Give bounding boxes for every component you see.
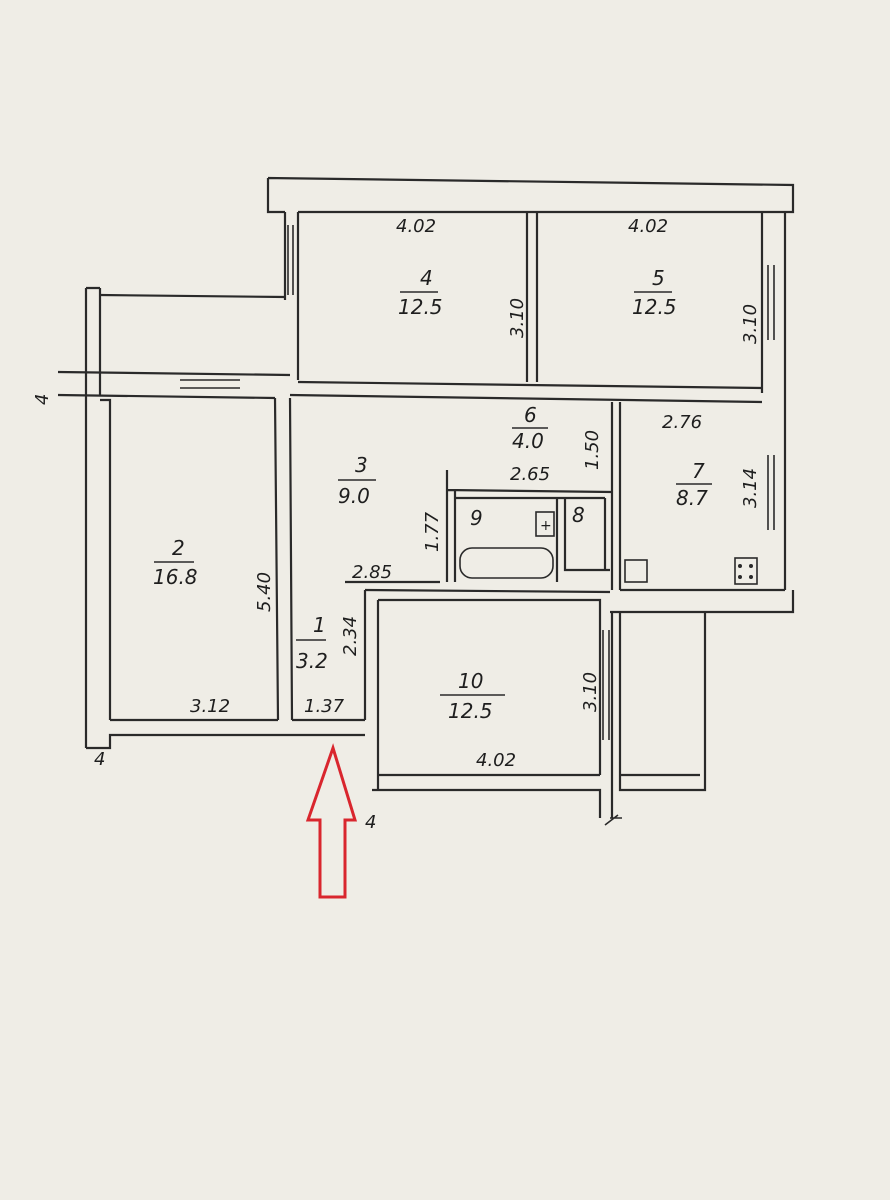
wall-room10 (372, 598, 614, 818)
section-marks: 4 4 4 (32, 394, 622, 833)
dim-room6-depth: 1.50 (582, 430, 603, 470)
wall-room1 (292, 590, 380, 790)
wall-toilet (555, 498, 610, 582)
outer-wall-top (266, 176, 795, 214)
kitchen-sink (624, 559, 648, 583)
room-3-number: 3 (355, 453, 368, 477)
room-4-number: 4 (420, 266, 433, 290)
walls (57, 176, 795, 818)
dim-room6-width: 2.65 (510, 464, 550, 485)
dim-room10-depth: 3.10 (580, 672, 601, 712)
bathtub (459, 547, 554, 579)
dim-room2-depth: 5.40 (254, 572, 275, 612)
room-7-number: 7 (692, 459, 705, 483)
room-5-number: 5 (652, 266, 665, 290)
dimension-labels: 4.02 4.02 3.10 3.10 2.76 3.14 2.65 1.50 … (190, 216, 761, 771)
cut-mark (604, 814, 622, 826)
room-8-number: 8 (572, 503, 585, 527)
dim-room7-depth: 3.14 (740, 468, 761, 508)
room-4-area: 12.5 (398, 295, 443, 319)
wall-rooms-4-5-divider (525, 212, 539, 382)
dim-room1-depth: 2.34 (340, 616, 361, 656)
wall-room2-bottom (86, 718, 365, 750)
wall-room2-top (86, 286, 286, 299)
room-3-area: 9.0 (338, 484, 370, 508)
wall-room2-right (273, 397, 294, 721)
wall-room4-left (283, 212, 300, 380)
window-room10 (602, 630, 610, 740)
sink (535, 511, 555, 537)
window-room5 (767, 265, 775, 340)
fixtures: + (459, 511, 758, 585)
stove-burner (738, 564, 742, 568)
wall-horizontal-strip (57, 370, 291, 400)
section-mark-bottom: 4 (365, 812, 376, 833)
wall-room5-right (760, 212, 787, 590)
windows (180, 225, 775, 740)
room-5-area: 12.5 (632, 295, 677, 319)
room-labels: 4 12.5 5 12.5 2 16.8 3 9.0 6 4.0 7 8.7 8… (153, 266, 712, 723)
stove (734, 557, 758, 585)
room-10-area: 12.5 (448, 699, 493, 723)
outer-wall-left (84, 288, 112, 748)
room-2-number: 2 (172, 536, 185, 560)
dim-room2-width: 3.12 (190, 696, 230, 717)
wall-room7 (610, 402, 795, 614)
dim-room1-width: 1.37 (304, 696, 345, 717)
wall-bath-block (445, 470, 613, 582)
section-mark-bottom-left: 4 (94, 749, 105, 770)
room-9-number: 9 (470, 506, 483, 530)
sink-symbol: + (540, 518, 552, 534)
dim-bath-depth: 1.77 (422, 511, 443, 552)
dim-room5-depth: 3.10 (740, 304, 761, 344)
room-2-area: 16.8 (153, 565, 198, 589)
stove-burner (749, 564, 753, 568)
dim-room4-width: 4.02 (396, 216, 436, 237)
room-10-number: 10 (458, 669, 483, 693)
room-6-area: 4.0 (512, 429, 544, 453)
room-1-number: 1 (313, 613, 326, 637)
dim-room10-width: 4.02 (476, 750, 516, 771)
window-room4 (287, 225, 294, 295)
section-mark-left: 4 (32, 394, 53, 405)
window-room7 (767, 455, 775, 530)
room-7-area: 8.7 (676, 486, 708, 510)
wall-hall-top (345, 580, 611, 594)
window-room2 (180, 379, 240, 389)
entrance-arrow-icon (305, 743, 358, 899)
stove-burner (738, 575, 742, 579)
stove-burner (749, 575, 753, 579)
room-6-number: 6 (524, 403, 537, 427)
room-1-area: 3.2 (296, 649, 328, 673)
wall-below-rooms-4-5 (289, 380, 763, 404)
wall-lower-right (618, 612, 707, 792)
dim-room5-width: 4.02 (628, 216, 668, 237)
dim-room7-width: 2.76 (662, 412, 702, 433)
dim-hall-width: 2.85 (352, 562, 392, 583)
dim-room4-depth: 3.10 (507, 298, 528, 338)
